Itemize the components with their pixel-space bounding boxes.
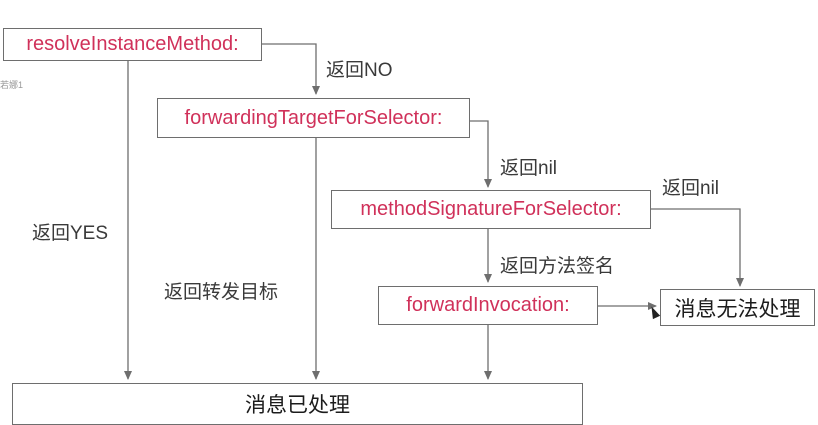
node-forward-invocation: forwardInvocation: [378,286,598,325]
label-return-yes: 返回YES [32,223,109,244]
label-return-forward-target: 返回转发目标 [164,282,279,303]
node-message-handled: 消息已处理 [12,383,583,425]
label-return-nil-1: 返回nil [500,158,558,179]
node-message-cannot-be-handled: 消息无法处理 [660,289,815,326]
label-return-nil-2: 返回nil [662,178,720,199]
node-forwarding-target-for-selector: forwardingTargetForSelector: [157,98,470,138]
node-resolve-instance-method: resolveInstanceMethod: [3,28,262,61]
left-watermark: 若娜1 [0,80,24,90]
label-return-method-signature: 返回方法签名 [500,256,615,277]
edge-resolve-to-forwarding [262,43,320,95]
edge-forwarding-to-signature [470,120,492,188]
node-method-signature-for-selector: methodSignatureForSelector: [331,190,651,229]
label-return-no: 返回NO [326,60,393,81]
edge-signature-to-cannot [651,208,744,287]
